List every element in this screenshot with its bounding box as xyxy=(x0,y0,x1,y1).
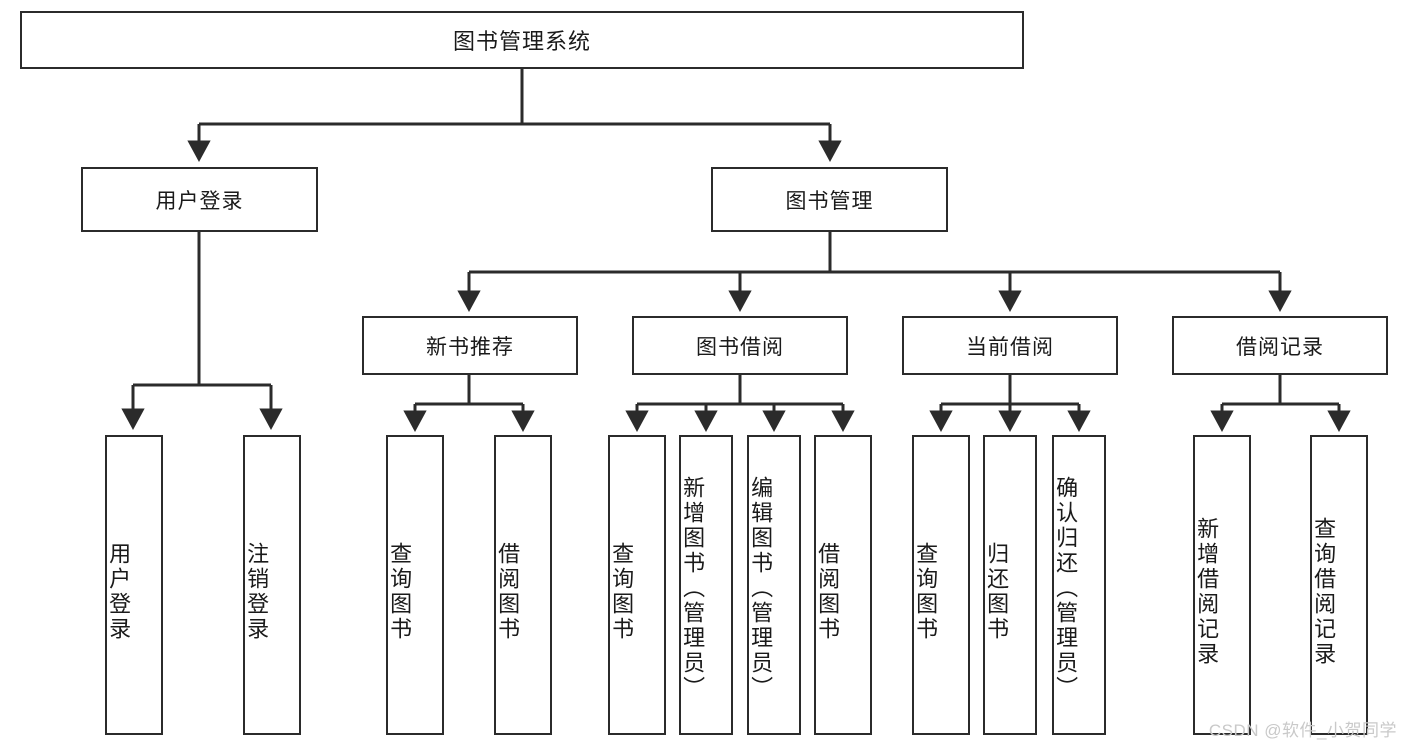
node-book-management[interactable]: 图书管理 xyxy=(711,167,948,232)
node-leaf-add-record-label: 新增借阅记录 xyxy=(1194,517,1220,667)
node-leaf-user-login[interactable]: 用户登录 xyxy=(105,435,163,735)
watermark-text: CSDN @软件_小贺同学 xyxy=(1208,721,1397,740)
node-leaf-confirm-return-label: 确认归还（管理员） xyxy=(1053,475,1079,701)
node-leaf-borrow-book-2[interactable]: 借阅图书 xyxy=(814,435,872,735)
node-leaf-query-record-label: 查询借阅记录 xyxy=(1311,517,1337,667)
node-book-borrow-label: 图书借阅 xyxy=(696,335,784,359)
node-root-label: 图书管理系统 xyxy=(452,29,591,54)
node-leaf-edit-book[interactable]: 编辑图书（管理员） xyxy=(747,435,801,735)
node-leaf-user-login-label: 用户登录 xyxy=(106,542,132,642)
node-book-borrow[interactable]: 图书借阅 xyxy=(632,316,848,375)
node-current-borrow-label: 当前借阅 xyxy=(966,335,1054,359)
node-leaf-query-book-1-label: 查询图书 xyxy=(387,542,413,642)
node-new-book-recommend[interactable]: 新书推荐 xyxy=(362,316,578,375)
node-leaf-return-book[interactable]: 归还图书 xyxy=(983,435,1037,735)
node-leaf-add-book[interactable]: 新增图书（管理员） xyxy=(679,435,733,735)
node-leaf-add-book-label: 新增图书（管理员） xyxy=(680,475,706,701)
node-leaf-query-book-3-label: 查询图书 xyxy=(913,542,939,642)
node-new-book-recommend-label: 新书推荐 xyxy=(426,335,514,359)
node-leaf-query-record[interactable]: 查询借阅记录 xyxy=(1310,435,1368,735)
node-leaf-edit-book-label: 编辑图书（管理员） xyxy=(748,475,774,701)
node-borrow-record[interactable]: 借阅记录 xyxy=(1172,316,1388,375)
node-leaf-return-book-label: 归还图书 xyxy=(984,542,1010,642)
node-leaf-query-book-1[interactable]: 查询图书 xyxy=(386,435,444,735)
node-leaf-logout-login[interactable]: 注销登录 xyxy=(243,435,301,735)
node-leaf-logout-login-label: 注销登录 xyxy=(244,542,270,642)
node-root[interactable]: 图书管理系统 xyxy=(20,11,1024,69)
node-user-login-label: 用户登录 xyxy=(155,189,244,213)
node-leaf-query-book-3[interactable]: 查询图书 xyxy=(912,435,970,735)
node-borrow-record-label: 借阅记录 xyxy=(1236,335,1324,359)
node-current-borrow[interactable]: 当前借阅 xyxy=(902,316,1118,375)
node-leaf-add-record[interactable]: 新增借阅记录 xyxy=(1193,435,1251,735)
node-leaf-confirm-return[interactable]: 确认归还（管理员） xyxy=(1052,435,1106,735)
node-leaf-query-book-2[interactable]: 查询图书 xyxy=(608,435,666,735)
node-leaf-query-book-2-label: 查询图书 xyxy=(609,542,635,642)
node-leaf-borrow-book-1[interactable]: 借阅图书 xyxy=(494,435,552,735)
node-leaf-borrow-book-2-label: 借阅图书 xyxy=(815,542,841,642)
node-book-management-label: 图书管理 xyxy=(785,189,874,213)
node-leaf-borrow-book-1-label: 借阅图书 xyxy=(495,542,521,642)
node-user-login[interactable]: 用户登录 xyxy=(81,167,318,232)
